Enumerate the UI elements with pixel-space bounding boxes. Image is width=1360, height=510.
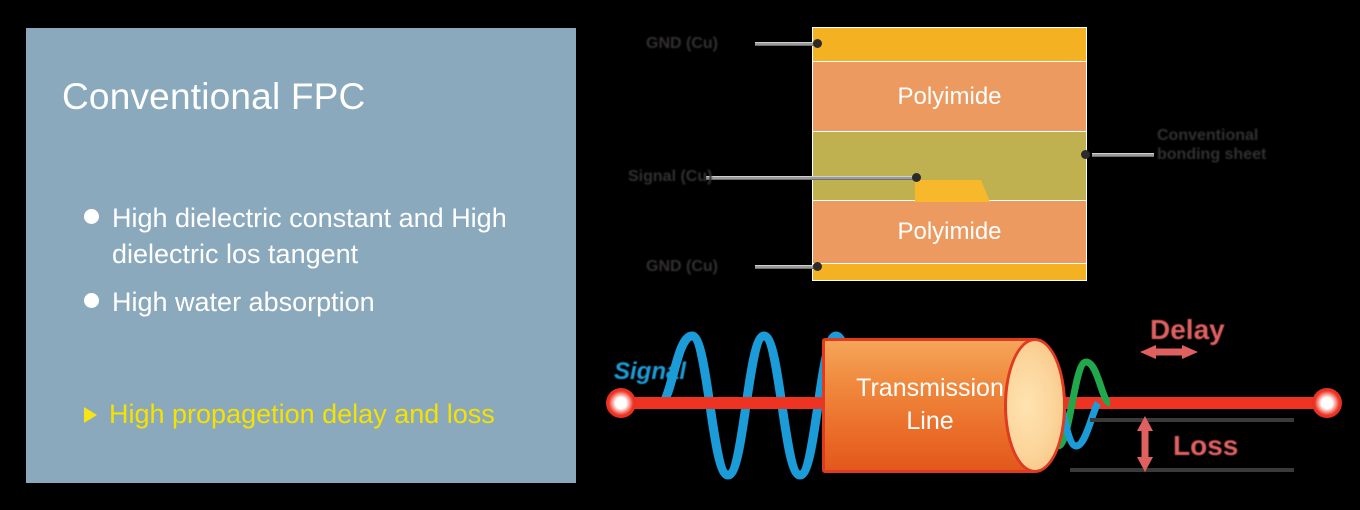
wire-terminal-right [1312,388,1342,418]
cylinder-body [822,338,1037,473]
callout-label-gnd-top: GND (Cu) [646,35,718,52]
bullet-text: High water absorption [112,287,375,317]
bullet-text-highlight: High propagetion delay and loss [109,399,495,429]
callout-line-2: bonding sheet [1157,146,1267,163]
leader-line-signal [706,176,918,180]
layer-polyimide-top: Polyimide [813,62,1086,131]
dot-bullet-icon [84,209,99,224]
list-item-highlight: High propagetion delay and loss [84,396,544,432]
callout-label-bonding-sheet: Conventional bonding sheet [1157,126,1266,164]
annotation-arrows-svg [1137,345,1198,472]
leader-dot-bonding-sheet [1081,150,1090,159]
wire-terminal-left [606,388,636,418]
transmission-line-cylinder: Transmission Line [822,338,1067,473]
layer-gnd-bottom [813,264,1086,280]
leader-line-gnd-top [755,42,817,46]
cylinder-label: Transmission Line [830,372,1030,438]
measure-line-top [1090,418,1294,422]
delay-double-arrow [1140,345,1198,359]
input-signal-label: Signal [614,358,687,385]
layer-polyimide-bottom: Polyimide [813,201,1086,263]
conventional-fpc-panel: Conventional FPC High dielectric constan… [26,28,576,483]
fpc-cross-section-diagram: Polyimide Polyimide [812,27,1087,281]
triangle-bullet-icon [84,407,97,423]
callout-label-gnd-bottom: GND (Cu) [646,258,718,275]
leader-dot-gnd-bottom [813,262,822,271]
signal-trace-shape [915,180,990,202]
leader-line-gnd-bottom [755,265,817,269]
leader-line-bonding-sheet [1092,153,1154,157]
leader-dot-signal [912,173,921,182]
list-item: High dielectric constant and High dielec… [84,200,544,272]
cylinder-label-line-1: Transmission [856,374,1004,402]
dot-bullet-icon [84,293,99,308]
bullet-text: High dielectric constant and High dielec… [112,203,507,269]
list-item: High water absorption [84,284,544,320]
cylinder-label-line-2: Line [906,407,954,435]
measure-line-bottom [1070,468,1294,472]
transmission-line-diagram: Transmission Line Signal Delay Loss [600,300,1360,510]
cylinder-end-cap [1004,338,1066,473]
layer-gnd-top [813,28,1086,61]
delay-label: Delay [1150,314,1225,345]
loss-double-arrow [1137,416,1153,472]
page-title: Conventional FPC [62,76,366,117]
callout-line-1: Conventional [1157,127,1259,144]
callout-label-signal: Signal (Cu) [628,168,713,185]
loss-label: Loss [1173,430,1239,461]
leader-dot-gnd-top [813,39,822,48]
